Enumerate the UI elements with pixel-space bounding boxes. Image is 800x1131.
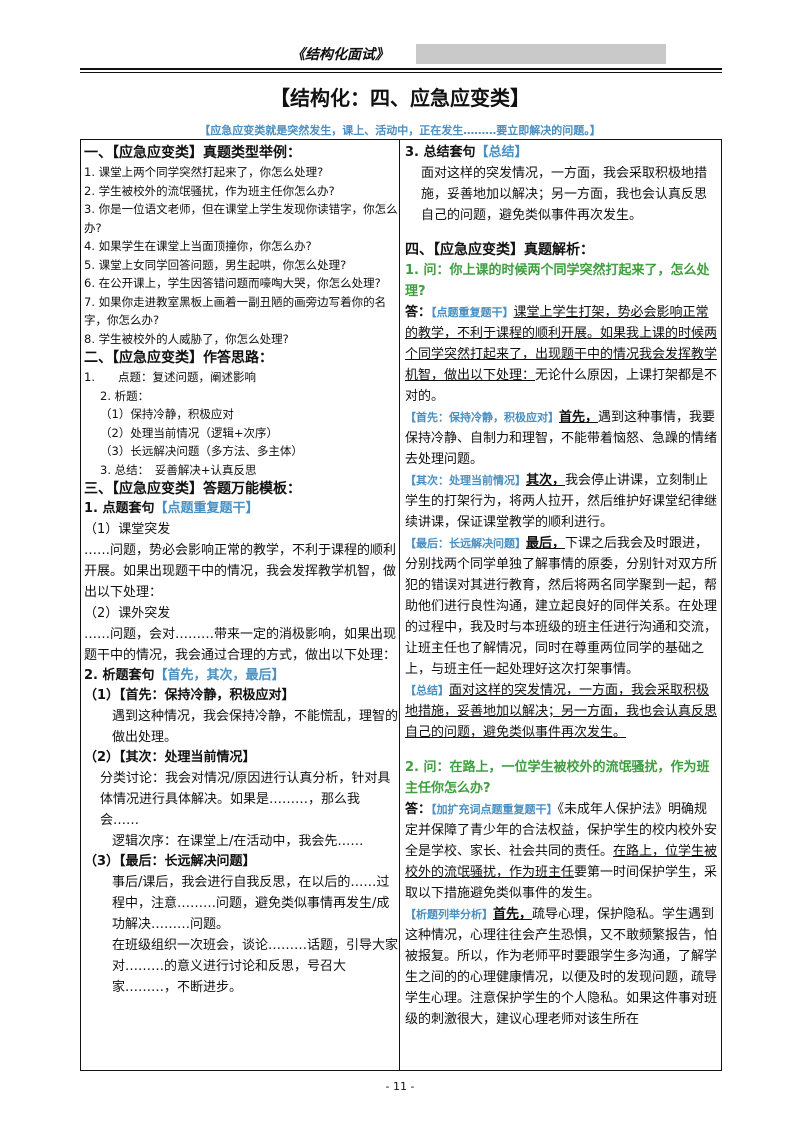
template-3-body: 面对这样的突发情况，一方面，我会采取积极地措施，妥善地加以解决；另一方面，我也会…: [421, 166, 708, 223]
template-2-title: 2. 析题套句: [84, 668, 155, 683]
step-1-title: （1）【首先：保持冷静，积极应对】: [84, 688, 295, 703]
answer-text: 要第一时间保护学生，采取以下措施避免类似事件的发生。: [405, 865, 718, 901]
approach-line: （1）保持冷静，积极应对: [100, 407, 234, 421]
answer-text: 面对这样的突发情况，一方面，我会采取积极地措施，妥善地加以解决；另一方面，我也会…: [405, 683, 718, 740]
answer-lead: 其次，: [526, 473, 566, 488]
template-1-heading: 1. 点题套句【点题重复题干】: [84, 499, 398, 519]
answer-text: 课堂上学生打架，势必会影响正常的教学，不利于课程的顺利开展。如果我上课的时候两个…: [405, 305, 718, 383]
template-3-heading: 3. 总结套句【总结】: [405, 143, 719, 163]
header-gray-bar: [416, 44, 666, 64]
answer-tag: 【加扩充词点题重复题干】: [431, 803, 558, 816]
answer-1-intro: 答：【点题重复题干】课堂上学生打架，势必会影响正常的教学，不利于课程的顺利开展。…: [405, 302, 719, 407]
answer-tag: 【首先：保持冷静，积极应对】: [405, 411, 559, 424]
question-1: 1. 问：你上课的时候两个同学突然打起来了，怎么处理?: [405, 263, 710, 299]
approach-line: （2）处理当前情况（逻辑+次序）: [100, 425, 278, 440]
example-item: 1. 课堂上两个同学突然打起来了，你怎么处理?: [84, 165, 324, 179]
answer-lead: 最后，: [526, 536, 566, 551]
answer-tag: 【点题重复题干】: [431, 306, 514, 319]
step-3-body: 在班级组织一次班会，谈论………话题，引导大家对………的意义进行讨论和反思，号召大…: [112, 938, 399, 995]
document-title: 【结构化：四、应急应变类】: [270, 86, 530, 110]
right-column: 3. 总结套句【总结】 面对这样的突发情况，一方面，我会采取积极地措施，妥善地加…: [405, 143, 719, 1030]
question-2: 2. 问：在路上，一位学生被校外的流氓骚扰，作为班主任你怎么办?: [405, 760, 710, 796]
page-number: - 11 -: [385, 1080, 415, 1093]
approach-line: 2. 析题：: [100, 388, 150, 403]
example-item: 3. 你是一位语文老师，但在课堂上学生发现你读错字，你怎么办?: [84, 202, 398, 235]
template-1-title: 1. 点题套句: [84, 501, 155, 516]
section-3-title: 三、【应急应变类】答题万能模板：: [84, 481, 301, 497]
answer-2-step: 【析题列举分析】首先，疏导心理，保护隐私。学生遇到这种情况，心理往往会产生恐惧，…: [405, 904, 719, 1030]
example-item: 2. 学生被校外的流氓骚扰，作为班主任你怎么办?: [84, 183, 335, 198]
template-line: （2）课外突发: [84, 606, 171, 621]
answer-label: 答：: [405, 305, 432, 320]
answer-lead: 首先，: [493, 907, 533, 922]
answer-text: 无论什么原因，上课打架都是不对的。: [405, 368, 718, 404]
answer-text: 下课之后我会及时跟进，分别找两个同学单独了解事情的原委，分别针对双方所犯的错误对…: [405, 536, 718, 677]
section-2-title: 二、【应急应变类】作答思路：: [84, 350, 273, 366]
header-rule: [80, 68, 722, 70]
answer-1-step: 【首先：保持冷静，积极应对】首先，遇到这种事情，我要保持冷静、自制力和理智，不能…: [405, 407, 719, 470]
answer-text: 疏导心理，保护隐私。学生遇到这种情况，心理往往会产生恐惧，又不敢频繁报告，怕被报…: [405, 907, 718, 1027]
section-4-title: 四、【应急应变类】真题解析：: [405, 242, 594, 258]
answer-tag: 【析题列举分析】: [405, 908, 493, 921]
template-line: ……问题，势必会影响正常的教学，不利于课程的顺利开展。如果出现题干中的情况，我会…: [84, 543, 397, 600]
approach-line: （3）长远解决问题（多方法、多主体）: [100, 444, 303, 458]
template-2-tag: 【首先，其次，最后】: [154, 668, 285, 683]
answer-tag: 【最后：长远解决问题】: [405, 537, 526, 550]
step-2-body: 逻辑次序：在课堂上/在活动中，我会先……: [112, 834, 364, 849]
step-3-body: 事后/课后，我会进行自我反思，在以后的……过程中，注意………问题，避免类似事情再…: [112, 875, 390, 932]
intro-note: 【应急应变类就是突然发生，课上、活动中，正在发生………要立即解决的问题。】: [199, 124, 601, 137]
answer-tag: 【总结】: [405, 684, 449, 697]
template-3-tag: 【总结】: [475, 145, 528, 160]
example-item: 7. 如果你走进教室黑板上画着一副丑陋的画旁边写着你的名字，你怎么办?: [84, 294, 387, 328]
example-item: 6. 在公开课上，学生因答错问题而嚎啕大哭，你怎么处理?: [84, 276, 381, 290]
section-1-title: 一、【应急应变类】真题类型举例：: [84, 145, 301, 161]
approach-line: 1. 点题：复述问题，阐述影响: [84, 370, 256, 384]
header-title: 《结构化面试》: [291, 47, 389, 63]
answer-lead: 首先，: [559, 410, 599, 425]
approach-line: 3. 总结： 妥善解决+认真反思: [100, 462, 257, 477]
content-frame: [80, 139, 722, 1071]
left-column: 一、【应急应变类】真题类型举例： 1. 课堂上两个同学突然打起来了，你怎么处理?…: [84, 143, 398, 998]
template-2-heading: 2. 析题套句【首先，其次，最后】: [84, 666, 398, 686]
answer-text: 我会停止讲课，立刻制止学生的打架行为，将两人拉开，然后维护好课堂纪律继续讲课，保…: [405, 473, 718, 530]
template-line: （1）课堂突发: [84, 522, 171, 537]
template-line: ……问题，会对………带来一定的消极影响，如果出现题干中的情况，我会通过合理的方式…: [84, 627, 397, 663]
answer-text: 在路上，位学生被校外的流氓骚扰，作为班主任: [405, 844, 718, 880]
example-item: 4. 如果学生在课堂上当面顶撞你，你怎么办?: [84, 239, 312, 253]
answer-1-step: 【最后：长远解决问题】最后，下课之后我会及时跟进，分别找两个同学单独了解事情的原…: [405, 533, 719, 680]
step-2-body: 分类讨论：我会对情况/原因进行认真分析，针对具体情况进行具体解决。如果是………，…: [100, 771, 391, 828]
header-rule-thin: [80, 72, 722, 73]
answer-1-step: 【其次：处理当前情况】其次，我会停止讲课，立刻制止学生的打架行为，将两人拉开，然…: [405, 470, 719, 533]
template-1-tag: 【点题重复题干】: [154, 501, 259, 516]
template-3-title: 3. 总结套句: [405, 145, 476, 160]
step-3-title: （3）【最后：长远解决问题】: [84, 854, 256, 869]
answer-tag: 【其次：处理当前情况】: [405, 474, 526, 487]
column-divider: [399, 139, 400, 1071]
example-item: 5. 课堂上女同学回答问题，男生起哄，你怎么处理?: [84, 257, 347, 272]
answer-text: 遇到这种事情，我要保持冷静、自制力和理智，不能带着恼怒、急躁的情绪去处理问题。: [405, 410, 718, 467]
answer-2-intro: 答：【加扩充词点题重复题干】《未成年人保护法》明确规定并保障了青少年的合法权益，…: [405, 799, 719, 904]
answer-text: 《未成年人保护法》明确规定并保障了青少年的合法权益，保护学生的校内校外安全是学校…: [405, 802, 718, 859]
step-1-body: 遇到这种情况，我会保持冷静，不能慌乱，理智的做出处理。: [112, 709, 399, 745]
step-2-title: （2）【其次：处理当前情况】: [84, 750, 256, 765]
answer-label: 答：: [405, 802, 432, 817]
answer-1-summary: 【总结】面对这样的突发情况，一方面，我会采取积极地措施，妥善地加以解决；另一方面…: [405, 680, 719, 743]
example-item: 8. 学生被校外的人威胁了，你怎么处理?: [84, 331, 289, 346]
